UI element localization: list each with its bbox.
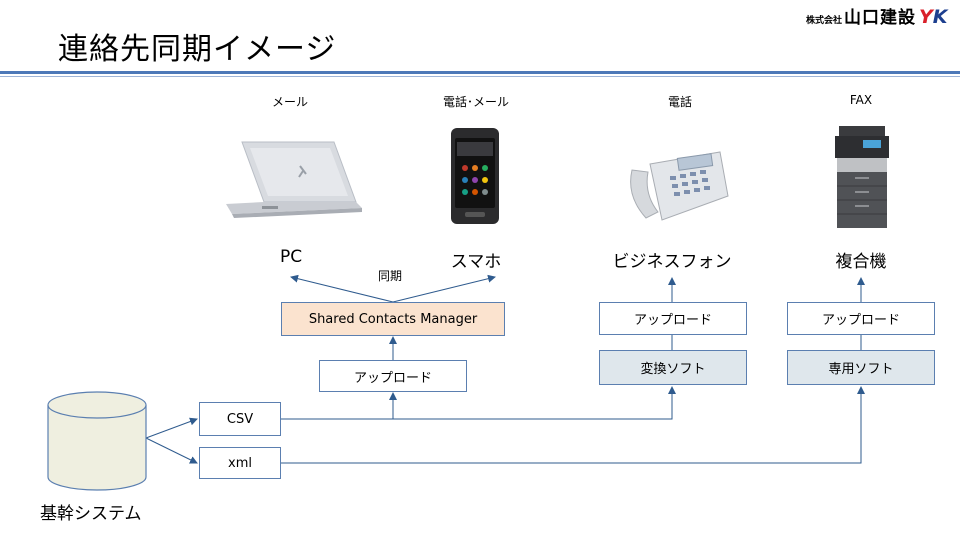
device-name-fax: 複合機 <box>835 252 887 272</box>
logo-small-text: 株式会社 <box>806 16 843 26</box>
upload-box-fax: アップロード <box>787 302 935 335</box>
header-rule <box>0 71 960 74</box>
caption-smartphone: 電話･メール <box>442 95 509 109</box>
caption-fax: FAX <box>849 93 873 107</box>
arrow-db-xml <box>145 437 198 464</box>
arrow-scm-pc <box>290 274 394 303</box>
upload-box-center: アップロード <box>319 360 467 392</box>
arrow-xml-dedicated <box>281 386 865 464</box>
arrow-scm-smartphone <box>392 274 496 303</box>
laptop-icon <box>226 141 362 218</box>
dedicated-software-box: 専用ソフト <box>787 350 935 385</box>
logo-main-text: 山口建設 <box>844 8 917 28</box>
csv-box: CSV <box>199 402 281 436</box>
database-icon <box>47 391 147 491</box>
device-name-business-phone: ビジネスフォン <box>612 252 732 272</box>
header-rule-thin <box>0 76 960 77</box>
database-label: 基幹システム <box>40 504 142 524</box>
sync-label: 同期 <box>378 269 403 283</box>
business-phone-icon <box>630 151 729 221</box>
xml-box: xml <box>199 447 281 479</box>
multifunction-printer-icon <box>835 126 889 228</box>
device-name-smartphone: スマホ <box>450 252 502 272</box>
device-name-pc: PC <box>279 247 303 267</box>
upload-box-phone: アップロード <box>599 302 747 335</box>
shared-contacts-manager-box: Shared Contacts Manager <box>281 302 505 336</box>
page-title: 連絡先同期イメージ <box>58 32 337 67</box>
smartphone-icon <box>451 128 499 224</box>
arrow-db-csv <box>145 417 198 439</box>
convert-software-box: 変換ソフト <box>599 350 747 385</box>
caption-business-phone: 電話 <box>667 95 692 109</box>
caption-pc: メール <box>271 95 308 109</box>
logo-mark: YK <box>919 6 948 28</box>
company-logo: 株式会社 山口建設 YK <box>806 6 948 28</box>
arrow-csv-convert <box>281 386 676 420</box>
